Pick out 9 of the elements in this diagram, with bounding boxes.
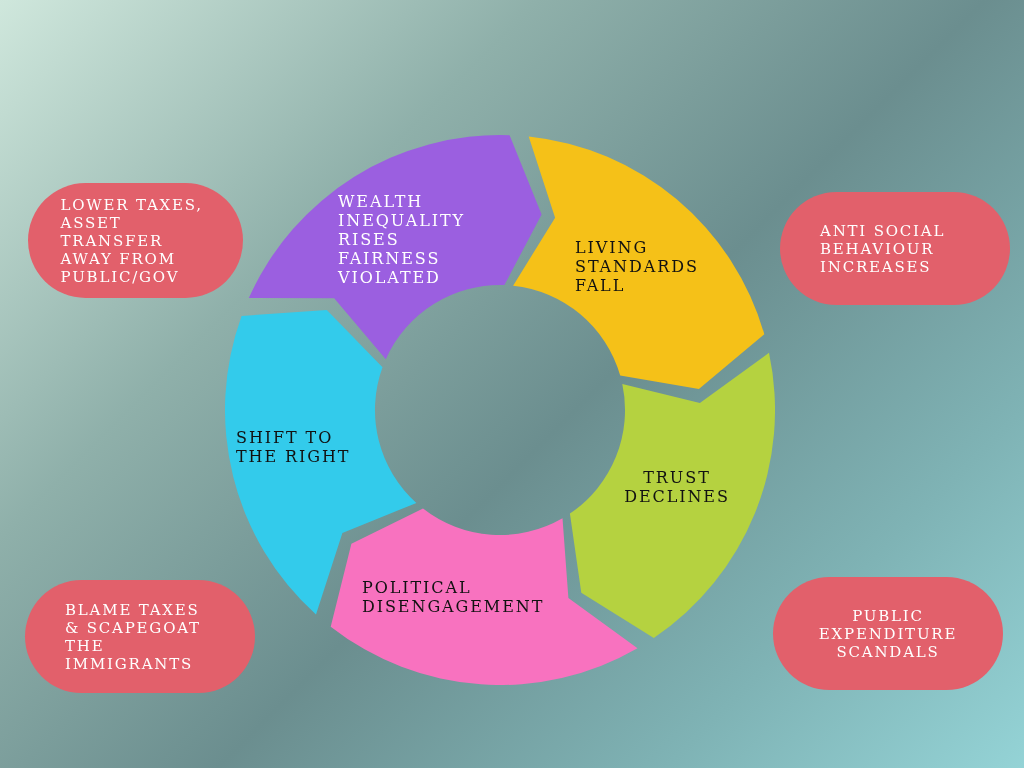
segment-text: WEALTH INEQUALITY RISES FAIRNESS VIOLATED [338, 192, 467, 287]
segment-text: TRUST DECLINES [623, 468, 731, 506]
pill-text: PUBLIC EXPENDITURE SCANDALS [817, 606, 959, 661]
pill-text: ANTI SOCIAL BEHAVIOUR INCREASES [820, 221, 947, 276]
pill-text: BLAME TAXES & SCAPEGOAT THE IMMIGRANTS [65, 600, 202, 673]
segment-text: SHIFT TO THE RIGHT [236, 428, 352, 466]
segment-text: LIVING STANDARDS FALL [575, 238, 700, 295]
pill-text: LOWER TAXES, ASSET TRANSFER AWAY FROM PUBLIC/GOV [60, 195, 204, 286]
segment-text: POLITICAL DISENGAGEMENT [362, 578, 546, 616]
